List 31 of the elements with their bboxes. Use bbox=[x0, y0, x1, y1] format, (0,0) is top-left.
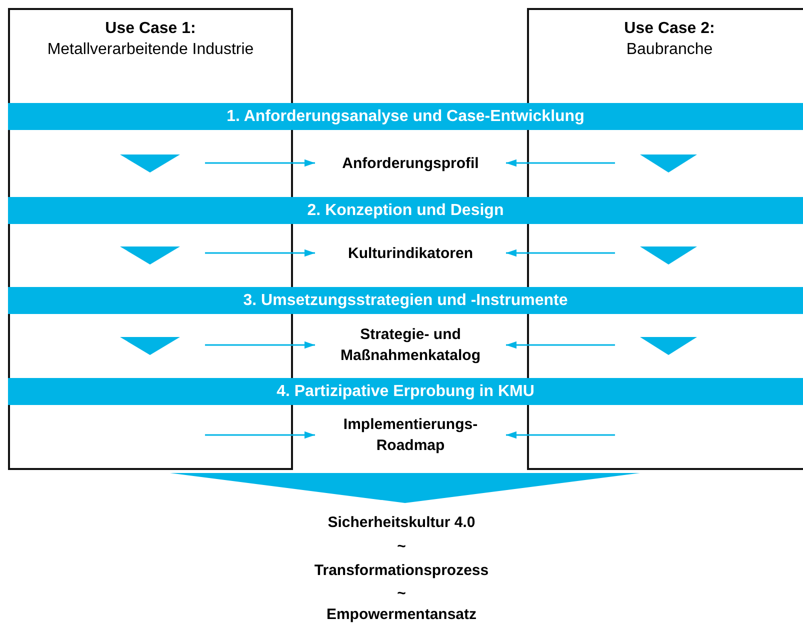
column-heading: Use Case 2: bbox=[623, 19, 716, 39]
phase-band: 3. Umsetzungsstrategien und -Instrumente bbox=[8, 287, 803, 314]
column-subtitle: Baubranche bbox=[625, 40, 714, 60]
column-subtitle: Metallverarbeitende Industrie bbox=[46, 40, 255, 60]
arrow bbox=[205, 341, 315, 349]
conclusion-text: ~ bbox=[397, 538, 406, 555]
node-label: Kulturindikatoren bbox=[348, 244, 473, 262]
arrow bbox=[120, 154, 180, 172]
arrow bbox=[205, 249, 315, 257]
phase-band: 1. Anforderungsanalyse und Case-Entwicklung bbox=[8, 103, 803, 130]
arrow bbox=[120, 246, 180, 264]
conclusion-text: Empowermentansatz bbox=[326, 606, 477, 623]
arrow bbox=[640, 337, 697, 355]
conclusion-text: Transformationsprozess bbox=[314, 562, 489, 579]
arrow bbox=[120, 337, 180, 355]
arrow bbox=[205, 159, 315, 167]
node-label: Implementierungs- Roadmap bbox=[343, 416, 478, 454]
arrow bbox=[506, 159, 615, 167]
conclusion-text: ~ bbox=[397, 585, 406, 602]
arrow bbox=[506, 431, 615, 439]
arrow bbox=[506, 341, 615, 349]
arrow bbox=[506, 249, 615, 257]
arrow bbox=[640, 154, 697, 172]
node-label: Strategie- und Maßnahmenkatalog bbox=[340, 326, 481, 364]
phase-band: 4. Partizipative Erprobung in KMU bbox=[8, 378, 803, 405]
arrow bbox=[640, 246, 697, 264]
column-heading: Use Case 1: bbox=[104, 19, 197, 39]
phase-band: 2. Konzeption und Design bbox=[8, 197, 803, 224]
arrow bbox=[205, 431, 315, 439]
node-label: Anforderungsprofil bbox=[342, 154, 479, 172]
conclusion-text: Sicherheitskultur 4.0 bbox=[328, 514, 476, 531]
